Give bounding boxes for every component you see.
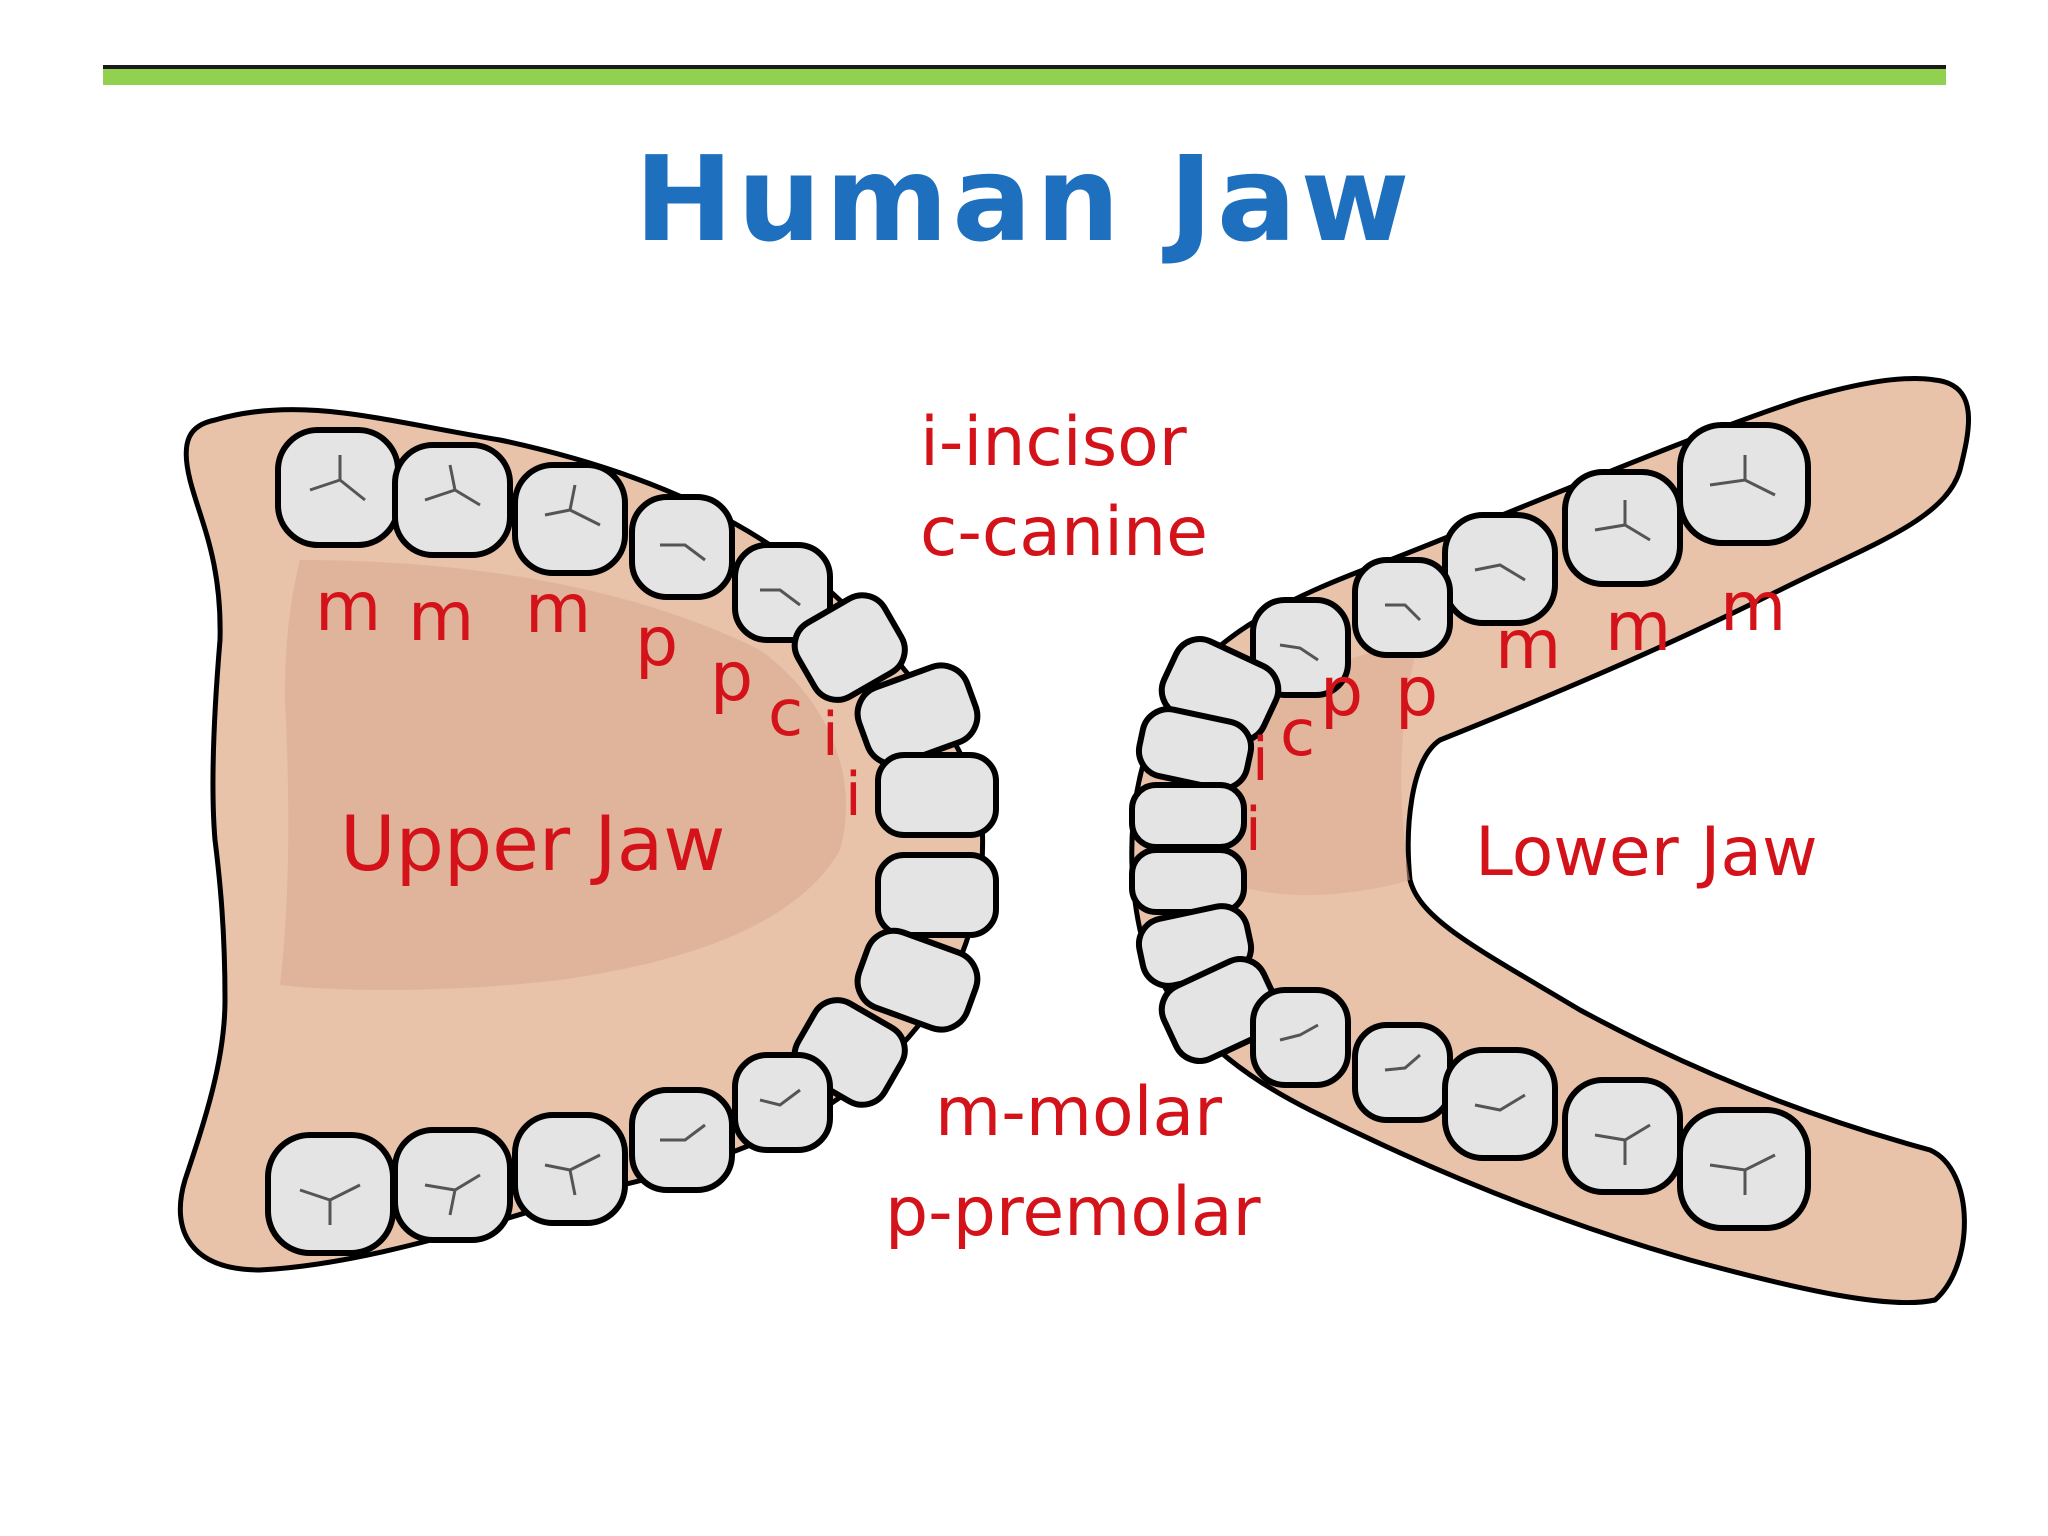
legend-incisor: i-incisor	[920, 403, 1187, 482]
upper-jaw	[177, 407, 999, 1273]
upper-jaw-label: Upper Jaw	[340, 799, 725, 888]
upper-canine-tooth	[791, 592, 908, 703]
upper-molar-tooth	[392, 442, 513, 558]
upper-incisor-tooth	[875, 752, 999, 838]
lower-molar-tooth	[1442, 512, 1558, 626]
upper-tooth-label-premolar: p	[710, 638, 753, 717]
upper-tooth-label-premolar: p	[635, 603, 678, 682]
legend-canine: c-canine	[920, 493, 1208, 572]
upper-jaw-palate-shade	[280, 560, 847, 990]
lower-incisor-tooth	[1129, 847, 1247, 915]
legend-premolar: p-premolar	[885, 1173, 1261, 1252]
lower-jaw	[1129, 375, 1972, 1306]
upper-molar-tooth	[265, 1132, 396, 1256]
lower-jaw-label: Lower Jaw	[1475, 813, 1818, 892]
title-rule-green	[103, 69, 1946, 85]
upper-incisor-tooth	[875, 852, 999, 938]
lower-tooth-label-incisor: i	[1245, 795, 1262, 865]
upper-tooth-label-molar: m	[408, 578, 474, 657]
lower-tooth-label-premolar: p	[1320, 653, 1363, 732]
lower-premolar-tooth	[1250, 987, 1351, 1088]
slide-title: Human Jaw	[634, 130, 1414, 268]
upper-tooth-label-incisor: i	[845, 760, 862, 830]
lower-molar-tooth	[1562, 1077, 1683, 1195]
upper-tooth-label-molar: m	[315, 568, 381, 647]
upper-molar-tooth	[275, 427, 401, 548]
lower-tooth-label-molar: m	[1495, 606, 1561, 685]
lower-tooth-label-molar: m	[1720, 568, 1786, 647]
lower-tooth-label-incisor: i	[1252, 725, 1269, 795]
upper-tooth-label-incisor: i	[822, 700, 839, 770]
lower-premolar-tooth	[1352, 1022, 1453, 1123]
upper-molar-tooth	[512, 462, 628, 576]
lower-canine-tooth	[1158, 956, 1282, 1064]
upper-premolar-tooth	[629, 494, 735, 600]
lower-incisor-tooth	[1129, 782, 1247, 850]
lower-fissures	[1279, 455, 1776, 1195]
upper-molar-tooth	[392, 1127, 513, 1243]
lower-premolar-tooth	[1352, 557, 1453, 658]
upper-tooth-label-molar: m	[525, 570, 591, 649]
lower-molar-tooth	[1677, 422, 1811, 546]
lower-tooth-label-molar: m	[1605, 588, 1671, 667]
lower-tooth-label-canine: c	[1280, 697, 1315, 771]
lower-tooth-label-premolar: p	[1395, 653, 1438, 732]
upper-incisor-tooth	[854, 927, 981, 1033]
upper-fissures	[299, 455, 801, 1225]
lower-molar-tooth	[1562, 469, 1683, 587]
lower-molar-tooth	[1442, 1047, 1558, 1161]
upper-tooth-label-canine: c	[768, 677, 803, 751]
legend-molar: m-molar	[935, 1073, 1222, 1152]
title-rule-dark	[103, 65, 1946, 69]
